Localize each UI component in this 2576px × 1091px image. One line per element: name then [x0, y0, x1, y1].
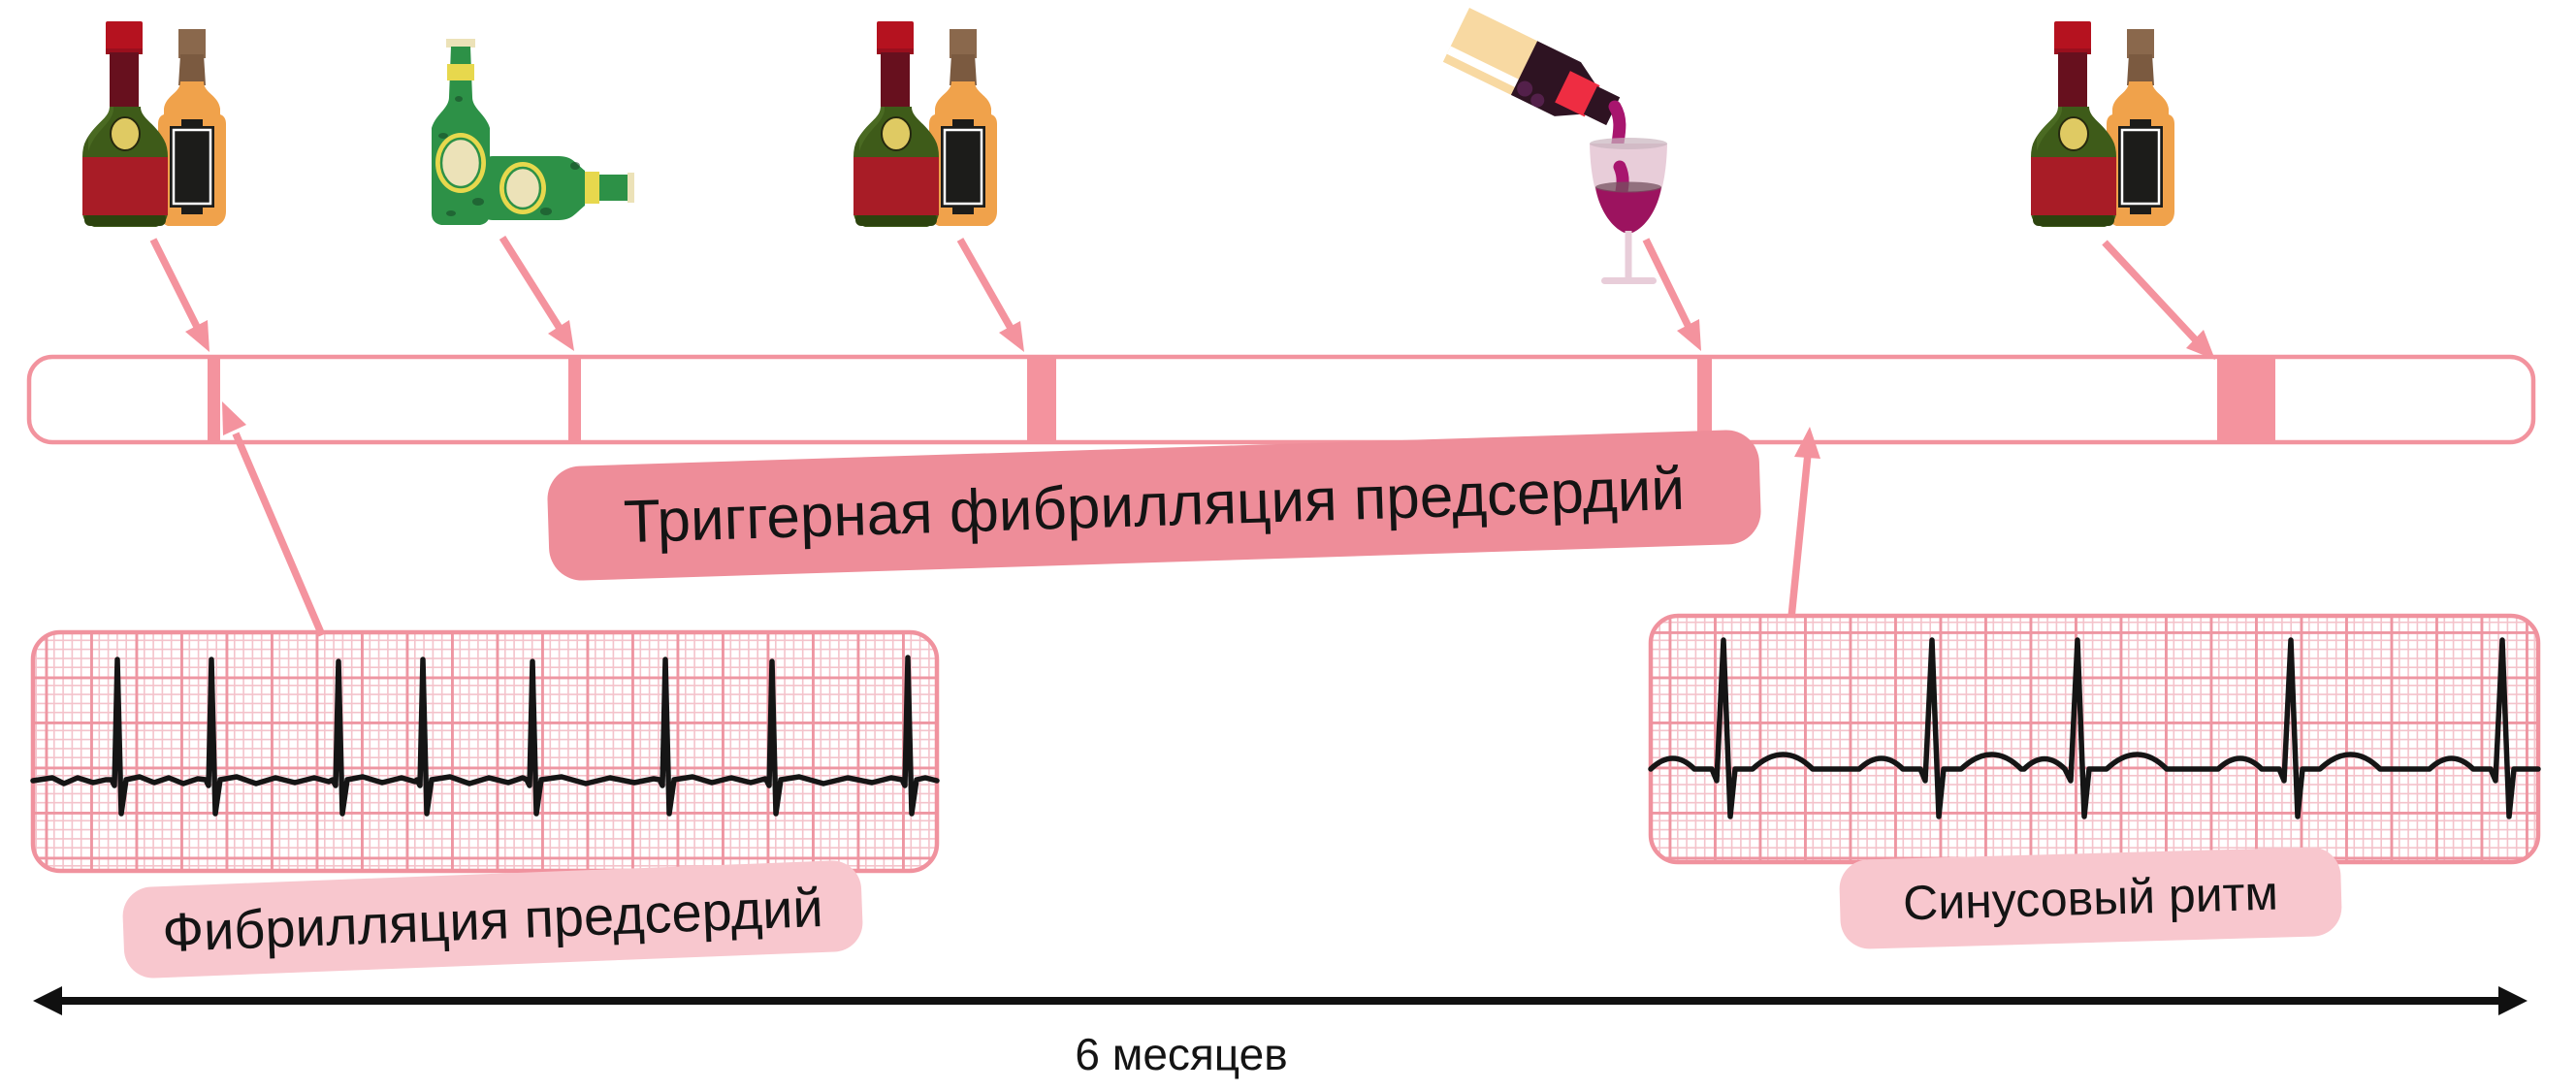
timeline-bar — [26, 354, 2536, 445]
duration-label: 6 месяцев — [1075, 1029, 1288, 1079]
event-arrows — [149, 235, 2215, 360]
timeline-event-mark — [1027, 359, 1056, 440]
timeline-event-mark — [568, 359, 581, 440]
sinus-ecg-strip — [1648, 613, 2541, 865]
event-arrow — [2102, 240, 2201, 345]
duration-arrow — [33, 986, 2528, 1015]
timeline-event-marks — [208, 357, 2275, 442]
arrow-left-head — [33, 986, 62, 1015]
wine-pouring-icon — [1443, 8, 1667, 284]
beer-bottles-icon — [430, 37, 636, 227]
event-arrow — [499, 235, 564, 333]
ecg-connectors — [222, 401, 1820, 637]
event-arrow — [1642, 238, 1693, 331]
event-arrow — [956, 238, 1015, 332]
afib-ecg-strip — [30, 629, 940, 874]
timeline-event-mark — [2217, 357, 2275, 442]
spirits-bottles-icon — [2029, 19, 2176, 229]
spirits-bottles-icon — [852, 19, 999, 229]
timeline-event-mark — [208, 359, 220, 440]
timeline-event-mark — [1697, 359, 1712, 440]
sinus-connector-line — [1787, 453, 1812, 619]
sinus-rhythm-label: Синусовый ритм — [1838, 846, 2343, 950]
afib-connector-line — [232, 432, 326, 637]
afib-trace — [30, 655, 940, 817]
event-arrow — [149, 238, 201, 329]
arrow-right-head — [2498, 986, 2528, 1015]
sinus-trace — [1648, 637, 2541, 819]
spirits-bottles-icon — [80, 19, 228, 229]
